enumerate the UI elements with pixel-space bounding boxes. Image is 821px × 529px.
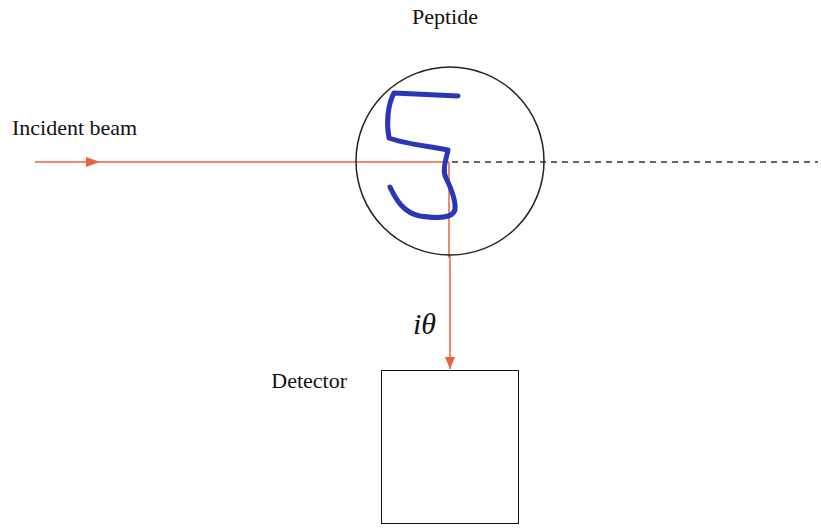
sample-circle: Peptide xyxy=(355,66,545,256)
node-heading: Detector xyxy=(271,368,347,394)
scattered-beam-inner xyxy=(448,162,450,258)
transmitted-beam-dashed xyxy=(452,161,818,163)
peptide-chain xyxy=(388,93,458,218)
beam-label: Incident beam xyxy=(12,115,137,141)
circle-border xyxy=(356,67,544,255)
incident-beam-arrowhead xyxy=(86,157,100,167)
detector-box: Detector xyxy=(381,370,519,524)
intensity-symbol: iθ xyxy=(413,306,436,342)
node-heading: Peptide xyxy=(412,4,478,30)
text-holder: Detector xyxy=(271,368,347,394)
edge-label-holder: iθ xyxy=(413,306,436,342)
box-outline xyxy=(381,370,519,524)
circle-outline xyxy=(355,66,545,256)
scattered-beam xyxy=(449,255,451,369)
text-holder: Peptide xyxy=(412,4,478,30)
label-holder: Incident beam xyxy=(12,115,137,141)
